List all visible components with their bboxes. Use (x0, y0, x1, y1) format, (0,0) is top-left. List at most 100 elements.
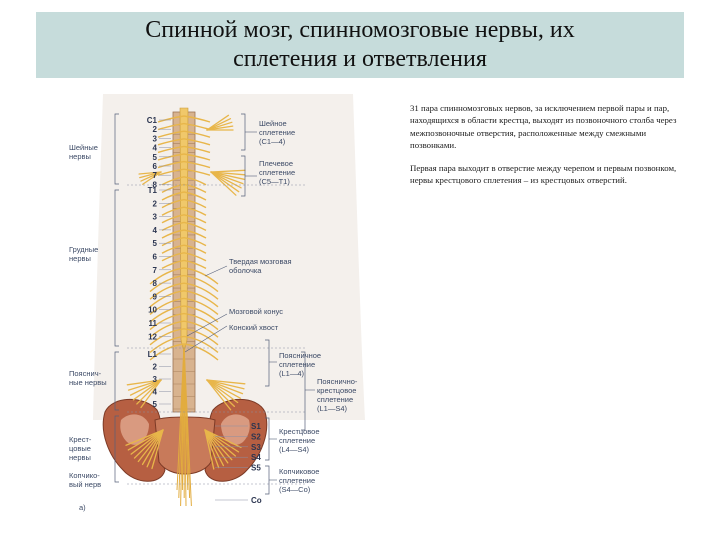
plexus-branch (206, 379, 244, 395)
vertebra-number: 4 (153, 388, 158, 397)
spinal-nerve (183, 115, 211, 123)
spinal-nerve (183, 267, 219, 285)
spinal-nerve (149, 312, 185, 331)
plexus-branch (210, 171, 244, 185)
vertebra-number: 5 (153, 400, 158, 409)
slide-title-line-2: сплетения и ответвления (233, 46, 487, 72)
spinal-nerve (161, 229, 185, 239)
spinal-nerve (161, 206, 185, 216)
spinal-nerve (161, 191, 185, 201)
plexus-branch (206, 379, 241, 399)
vertebra-number: C1 (147, 116, 158, 125)
spinal-nerve (183, 335, 219, 353)
plexus-branch (210, 169, 246, 173)
body-silhouette (93, 94, 365, 420)
plexus-branch (204, 429, 225, 467)
spinal-nerve (149, 297, 185, 315)
body-text: 31 пара спинномозговых нервов, за исключ… (410, 102, 692, 196)
sacral-number: S3 (251, 443, 261, 452)
spinal-nerve (183, 130, 211, 138)
plexus-branch (125, 429, 164, 446)
spinal-nerve (183, 191, 207, 201)
vertebra-number: 6 (153, 162, 158, 171)
plexus-branch (141, 429, 164, 466)
figure-label: Пояснич-ные нервы (69, 369, 107, 387)
sacral-number: Co (251, 496, 262, 505)
spinal-nerve (149, 274, 185, 293)
plexus-branch (129, 379, 162, 396)
vertebra-number: 7 (153, 266, 158, 275)
spinal-nerve (149, 305, 185, 323)
figure-caption: а) (79, 503, 86, 512)
vertebra-number: 2 (153, 125, 158, 134)
spinal-nerve (161, 214, 185, 224)
plexus-branch (140, 379, 162, 409)
sacral-number: S2 (251, 432, 261, 441)
vertebra-number: 4 (153, 144, 158, 153)
spinal-nerve (149, 267, 185, 285)
spinal-nerve (183, 252, 207, 262)
plexus-branch (210, 171, 246, 176)
vertebra-number: 4 (153, 226, 158, 235)
plexus-branch (130, 429, 164, 455)
slide-title-line-1: Спинной мозг, спинномозговые нервы, их (145, 17, 575, 43)
vertebra-number: 5 (153, 153, 158, 162)
plexus-branch (210, 171, 240, 193)
plexus-branch (204, 429, 237, 457)
plexus-branch (204, 429, 220, 469)
spinal-nerve (183, 153, 211, 161)
spinal-nerve (161, 236, 185, 247)
spinal-cord-drawing: C12345678T123456789101112L12345S1S2S3S4S… (69, 94, 365, 512)
plexus-branch (206, 379, 239, 404)
spinal-nerve (149, 320, 185, 338)
plexus-branch (136, 379, 162, 405)
vertebra-number: 2 (153, 363, 158, 372)
spinal-nerve (183, 328, 219, 346)
plexus-branch (206, 379, 246, 385)
plexus-branch (127, 379, 162, 391)
plexus-branch (138, 171, 162, 175)
plexus-branch (126, 379, 162, 386)
figure-label: Конский хвост (229, 323, 279, 332)
spinal-nerve (157, 138, 185, 146)
spinal-nerve (183, 282, 219, 300)
spinal-nerve (157, 160, 185, 169)
vertebra-number: L1 (148, 350, 158, 359)
vertebra-number: 5 (153, 239, 158, 248)
spinal-nerve (183, 297, 219, 315)
spinal-nerve (161, 183, 185, 194)
sacral-number: S1 (251, 422, 261, 431)
vertebra-number: 8 (153, 279, 158, 288)
plexus-branch (133, 429, 164, 459)
plexus-branch (204, 429, 240, 453)
sacral-number: S4 (251, 453, 261, 462)
plexus-branch (206, 379, 232, 411)
spinal-nerve (183, 290, 219, 308)
spinal-nerve (183, 244, 207, 254)
spinal-nerve (183, 138, 211, 146)
spinal-nerve (183, 168, 211, 176)
spinal-nerve (161, 259, 185, 270)
vertebra-number: 12 (148, 332, 157, 341)
spinal-nerve (183, 176, 207, 186)
figure-label: Копчико-вый нерв (69, 471, 101, 489)
spinal-nerve (183, 259, 207, 270)
spinal-nerve (161, 244, 185, 254)
spinal-nerve (161, 176, 185, 186)
vertebra-number: T1 (148, 186, 158, 195)
spinal-nerve (157, 130, 185, 138)
spinal-nerve (161, 221, 185, 232)
vertebra-number: 10 (148, 306, 157, 315)
plexus-branch (132, 379, 162, 401)
spinal-nerve (149, 328, 185, 346)
